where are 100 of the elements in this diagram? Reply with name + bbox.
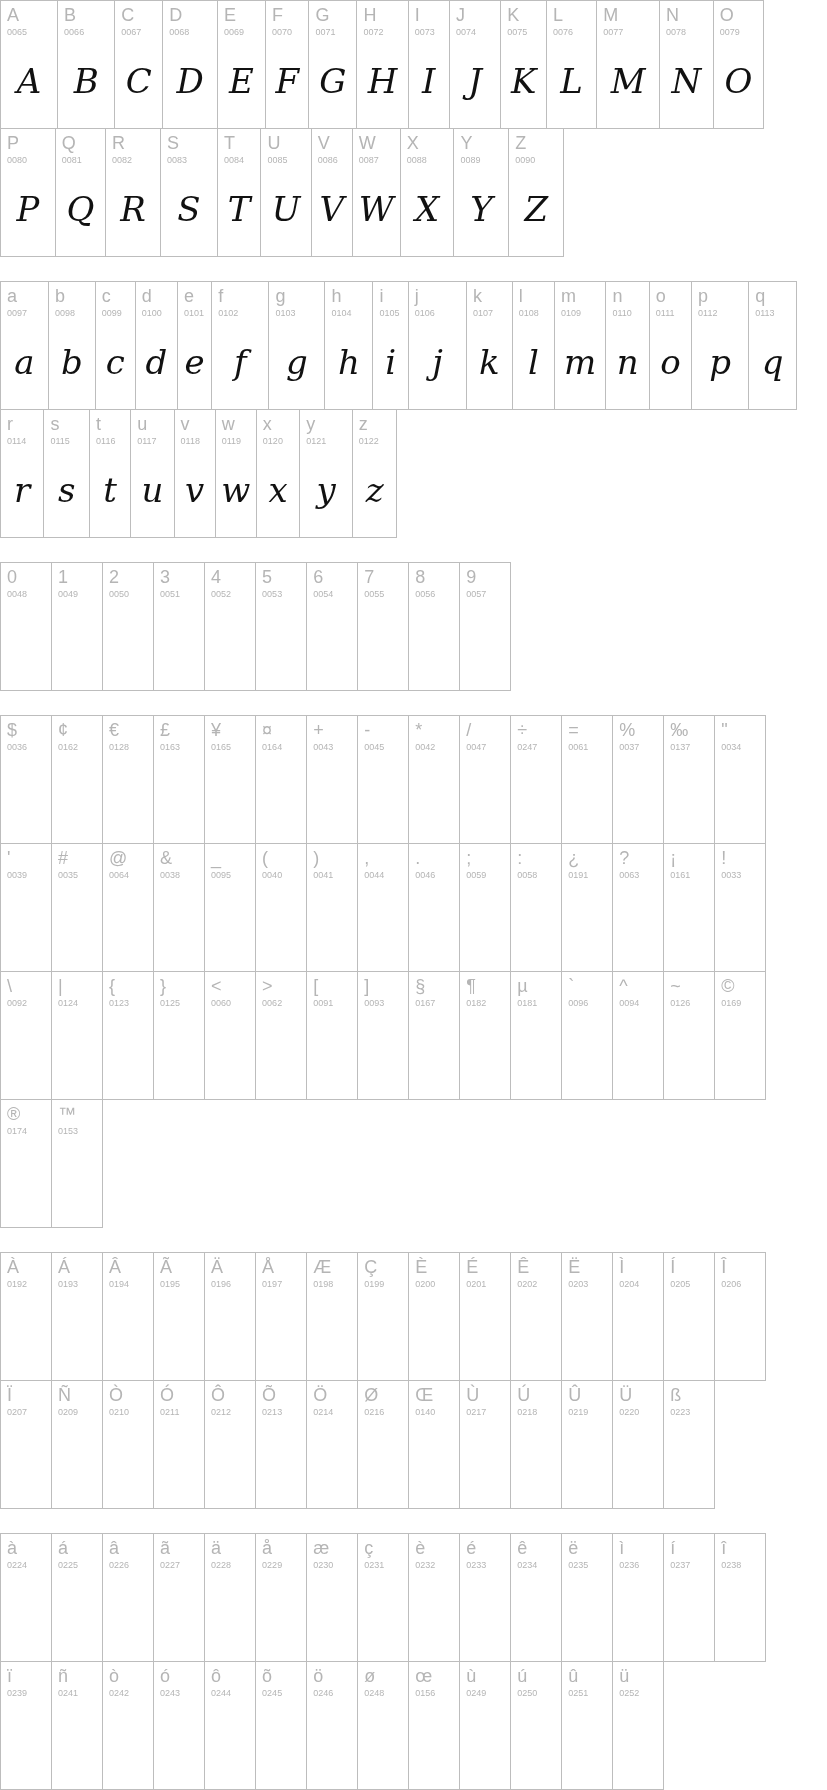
glyph-sample: E <box>227 61 255 101</box>
character-code: 0114 <box>7 435 27 447</box>
glyph-sample: R <box>118 188 147 229</box>
glyph-sample: O <box>723 61 754 101</box>
character-label: @ <box>109 848 128 868</box>
character-code: 0191 <box>568 870 589 881</box>
character-code: 0117 <box>137 435 157 447</box>
character-code: 0162 <box>58 742 79 754</box>
character-code: 0089 <box>460 154 481 166</box>
character-code: 0102 <box>218 308 239 319</box>
glyph-sample: q <box>760 342 785 382</box>
character-label: Ç <box>364 1256 378 1277</box>
glyph-sample: v <box>184 469 206 510</box>
character-label: P <box>7 132 19 153</box>
glyph-cell <box>459 562 512 691</box>
glyph-sample: X <box>412 188 442 229</box>
character-label: 3 <box>160 567 171 587</box>
glyph-cell <box>511 281 555 410</box>
character-code: 0095 <box>211 870 232 881</box>
character-label: æ <box>313 1537 330 1558</box>
character-label: û <box>568 1665 579 1686</box>
glyph-sample: W <box>357 188 397 229</box>
character-code: 0061 <box>568 742 589 754</box>
character-code: 0116 <box>96 435 116 447</box>
character-code: 0239 <box>7 1687 28 1699</box>
character-code: 0204 <box>619 1278 640 1290</box>
character-label: Â <box>109 1256 122 1277</box>
character-label: f <box>218 286 224 306</box>
character-label: É <box>466 1256 479 1277</box>
glyph-cell <box>51 562 104 691</box>
character-code: 0247 <box>517 742 538 754</box>
character-label: © <box>721 975 735 996</box>
character-label: ò <box>109 1665 120 1686</box>
character-label: á <box>58 1537 69 1558</box>
glyph-sample: Y <box>454 188 509 229</box>
character-label: å <box>262 1537 273 1558</box>
character-code: 0094 <box>619 997 640 1009</box>
character-label: E <box>224 5 237 25</box>
character-label: Ó <box>160 1384 175 1405</box>
character-code: 0088 <box>406 154 427 166</box>
character-label: r <box>7 413 13 434</box>
character-code: 0071 <box>315 27 336 38</box>
character-code: 0198 <box>313 1278 334 1290</box>
character-code: 0081 <box>61 154 82 166</box>
character-label: Y <box>460 132 473 153</box>
glyph-cell <box>0 715 52 844</box>
character-label: € <box>109 720 120 741</box>
glyph-sample: V <box>311 188 352 229</box>
character-label: ¥ <box>211 720 222 741</box>
glyph-sample: N <box>670 61 703 101</box>
glyph-sample: i <box>384 342 397 382</box>
character-label: Ö <box>313 1384 328 1405</box>
character-label: è <box>415 1537 426 1558</box>
glyph-cell <box>0 0 59 129</box>
glyph-sample: m <box>563 342 598 382</box>
character-label: = <box>568 720 579 741</box>
glyph-sample: g <box>285 342 309 382</box>
glyph-sample: U <box>270 188 303 229</box>
character-code: 0250 <box>517 1687 538 1699</box>
character-code: 0201 <box>466 1278 487 1290</box>
character-code: 0195 <box>160 1278 181 1290</box>
character-code: 0228 <box>211 1559 232 1571</box>
character-code: 0085 <box>267 154 288 166</box>
character-label: À <box>7 1256 19 1277</box>
character-label: * <box>415 720 423 741</box>
character-label: ú <box>517 1665 528 1686</box>
character-label: ß <box>670 1384 682 1405</box>
character-code: 0243 <box>160 1687 181 1699</box>
character-label: 8 <box>415 567 426 587</box>
character-code: 0087 <box>358 154 379 166</box>
character-label: e <box>184 286 195 306</box>
glyph-cell <box>714 1251 767 1381</box>
glyph-sample: o <box>659 342 682 382</box>
character-label: Ú <box>517 1384 531 1405</box>
character-label: È <box>415 1256 428 1277</box>
character-code: 0163 <box>160 742 181 754</box>
character-label: Á <box>58 1256 71 1277</box>
character-label: ô <box>211 1665 222 1686</box>
character-label: I <box>414 5 420 25</box>
glyph-cell <box>612 1660 665 1790</box>
character-code: 0202 <box>517 1278 538 1290</box>
character-code: 0068 <box>169 27 190 38</box>
character-code: 0054 <box>313 589 334 600</box>
character-label: ü <box>619 1665 630 1686</box>
character-code: 0033 <box>721 870 742 881</box>
character-code: 0251 <box>568 1687 589 1699</box>
character-label: Ê <box>517 1256 530 1277</box>
glyph-cell <box>466 281 513 410</box>
character-label: c <box>101 286 111 306</box>
character-code: 0242 <box>109 1687 130 1699</box>
character-code: 0067 <box>121 27 142 38</box>
character-label: ö <box>313 1665 324 1686</box>
character-code: 0124 <box>58 997 79 1009</box>
character-code: 0104 <box>331 308 352 319</box>
character-label: 6 <box>313 567 324 587</box>
glyph-sample: f <box>212 342 269 382</box>
character-code: 0216 <box>364 1406 385 1418</box>
character-label: w <box>221 413 235 434</box>
glyph-sample: A <box>13 61 43 101</box>
glyph-cell <box>508 127 565 257</box>
